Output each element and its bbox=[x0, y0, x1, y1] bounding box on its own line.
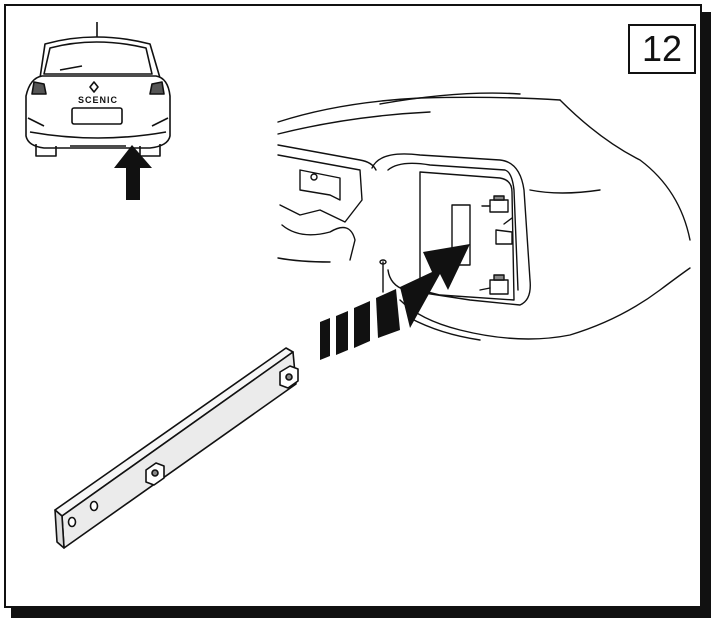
car-badge: SCENIC bbox=[78, 95, 118, 105]
insertion-arrow-icon bbox=[320, 244, 470, 360]
car-rear-view bbox=[25, 22, 171, 157]
up-arrow-icon bbox=[114, 145, 152, 200]
step-number-box: 12 bbox=[628, 24, 696, 74]
step-number: 12 bbox=[641, 28, 683, 69]
bumper-illustration bbox=[277, 92, 691, 341]
mounting-bar bbox=[54, 347, 299, 549]
